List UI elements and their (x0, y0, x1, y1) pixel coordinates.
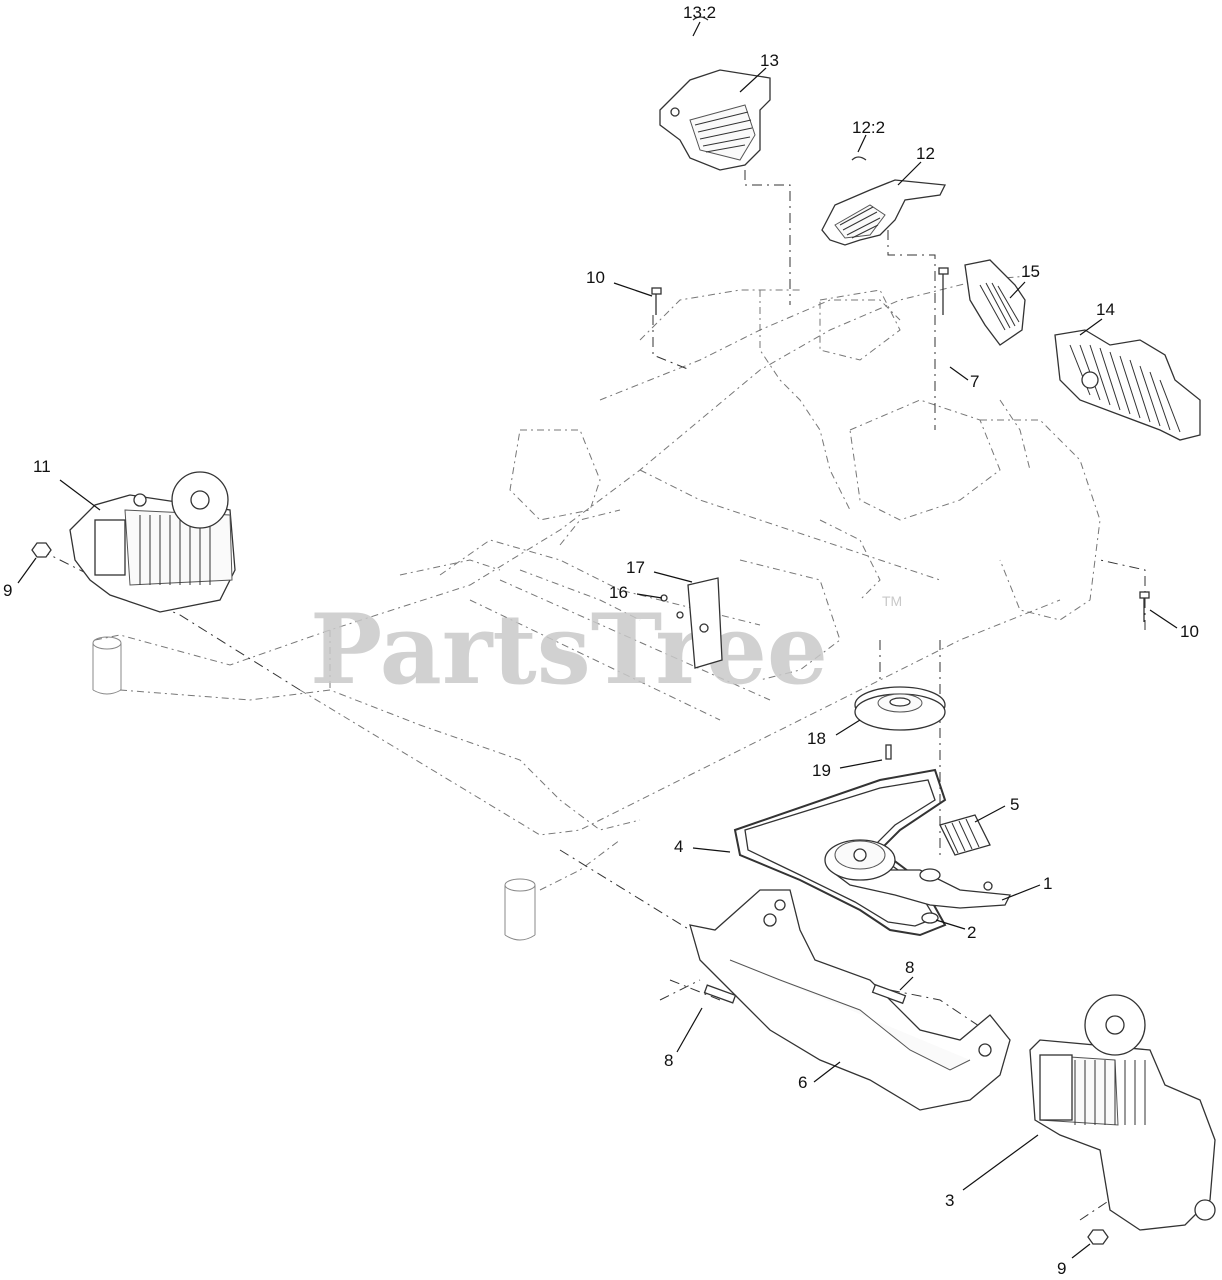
part-9-nut-left (31, 542, 52, 558)
leader-lines (17, 21, 1178, 1259)
callout-10-right: 10 (1180, 622, 1199, 641)
callout-labels: 13:2 13 12:2 12 15 14 10 7 10 11 9 17 16… (3, 3, 1199, 1278)
callout-14: 14 (1096, 300, 1115, 319)
part-15-shroud (964, 259, 1026, 346)
callout-15: 15 (1021, 262, 1040, 281)
part-7-bolt (938, 267, 949, 315)
callout-8-left: 8 (664, 1051, 673, 1070)
callout-2: 2 (967, 923, 976, 942)
part-6-bracket (689, 889, 1011, 1111)
callout-3: 3 (945, 1191, 954, 1210)
callout-4: 4 (674, 837, 683, 856)
callout-13-2: 13:2 (683, 3, 716, 22)
part-12-shield (821, 156, 947, 246)
part-18-pulley (854, 686, 946, 731)
callout-8-right: 8 (905, 958, 914, 977)
callout-1: 1 (1043, 874, 1052, 893)
part-10-bolt-right (1139, 591, 1150, 622)
part-14-shroud (1054, 329, 1201, 441)
part-9-nut-right (1087, 1229, 1109, 1245)
callout-19: 19 (812, 761, 831, 780)
part-3-transaxle (1029, 994, 1216, 1231)
callout-10-top: 10 (586, 268, 605, 287)
part-8-bolt-right (871, 983, 907, 1005)
callout-6: 6 (798, 1073, 807, 1092)
callout-5: 5 (1010, 795, 1019, 814)
watermark-tm: TM (882, 593, 902, 609)
callout-18: 18 (807, 729, 826, 748)
watermark-text: PartsTree (310, 593, 828, 706)
callout-16: 16 (609, 583, 628, 602)
part-2-spacer (921, 912, 939, 924)
part-11-transaxle (69, 471, 236, 613)
callout-17: 17 (626, 558, 645, 577)
part-8-bolt-left (703, 984, 737, 1004)
callout-9-left: 9 (3, 581, 12, 600)
callout-7: 7 (970, 372, 979, 391)
callout-9-right: 9 (1057, 1259, 1066, 1278)
callout-12-2: 12:2 (852, 118, 885, 137)
part-19-key (885, 744, 892, 760)
callout-11: 11 (33, 457, 51, 476)
part-5-spring (939, 814, 991, 856)
part-13-shield (659, 16, 771, 171)
part-1-idler-arm (824, 839, 1012, 909)
part-17-bracket (660, 577, 723, 669)
part-10-bolt-top (651, 287, 662, 315)
callout-12: 12 (916, 144, 935, 163)
callout-13: 13 (760, 51, 779, 70)
